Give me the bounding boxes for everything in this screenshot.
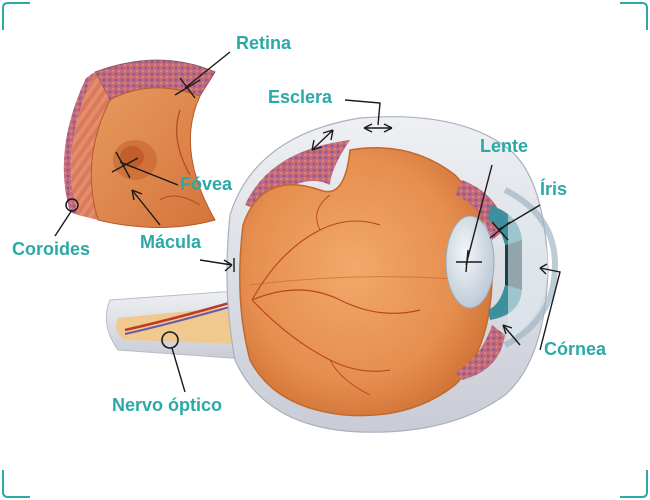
label-retina: Retina	[236, 33, 292, 53]
label-nervo-optico: Nervo óptico	[112, 395, 223, 415]
label-esclera: Esclera	[268, 87, 333, 107]
label-lente: Lente	[480, 136, 529, 156]
pointer-lines	[54, 51, 561, 393]
retina-wedge-inset	[63, 59, 216, 228]
optic-nerve-marker	[161, 331, 179, 349]
label-cornea: Córnea	[544, 339, 607, 359]
label-macula: Mácula	[140, 232, 202, 252]
label-fovea: Fóvea	[180, 174, 233, 194]
label-coroides: Coroides	[12, 239, 91, 259]
coroides-marker	[65, 198, 79, 212]
eyeball	[226, 116, 559, 433]
optic-nerve	[105, 289, 259, 361]
label-iris: Íris	[540, 179, 568, 199]
